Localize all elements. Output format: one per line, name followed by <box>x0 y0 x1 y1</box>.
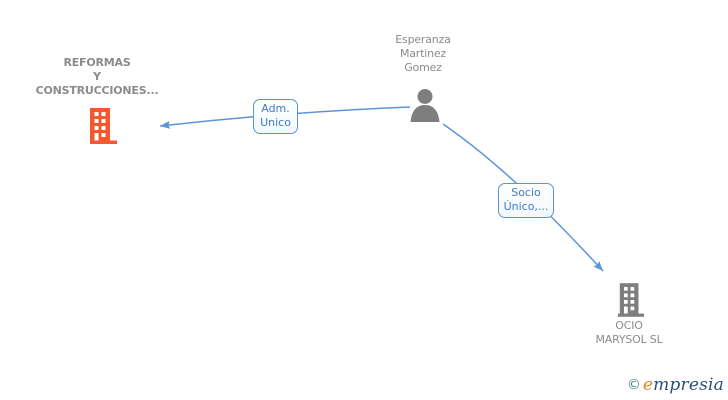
node-label-line: REFORMAS <box>63 56 131 69</box>
building-icon[interactable] <box>617 282 645 322</box>
edge-label-line: Adm. <box>261 102 290 115</box>
building-icon[interactable] <box>87 108 117 148</box>
empresia-logo: ©empresia <box>627 375 724 395</box>
node-label-line: CONSTRUCCIONES... <box>35 84 159 97</box>
node-label-line: OCIO <box>615 319 643 332</box>
logo-brand-rest: mpresia <box>653 375 724 395</box>
person-icon[interactable] <box>407 88 443 126</box>
edge-label-socio-unico: Socio Único,... <box>498 183 554 218</box>
edge-label-line: Unico <box>260 116 291 129</box>
logo-brand-initial: e <box>642 375 654 395</box>
edge-label-line: Socio <box>511 186 541 199</box>
node-label-line: Y <box>93 70 101 83</box>
edge-label-line: Único,... <box>503 200 549 213</box>
node-label-reformas[interactable]: REFORMAS Y CONSTRUCCIONES... <box>17 56 177 98</box>
edge-label-adm-unico: Adm. Unico <box>253 99 298 134</box>
node-label-line: MARYSOL SL <box>595 333 663 346</box>
copyright-icon: © <box>626 377 641 393</box>
node-label-line: Martinez <box>399 47 447 60</box>
node-label-line: Esperanza <box>395 33 451 46</box>
node-label-ocio[interactable]: OCIO MARYSOL SL <box>559 319 699 347</box>
node-label-esperanza[interactable]: Esperanza Martinez Gomez <box>373 33 473 75</box>
node-label-line: Gomez <box>404 61 442 74</box>
